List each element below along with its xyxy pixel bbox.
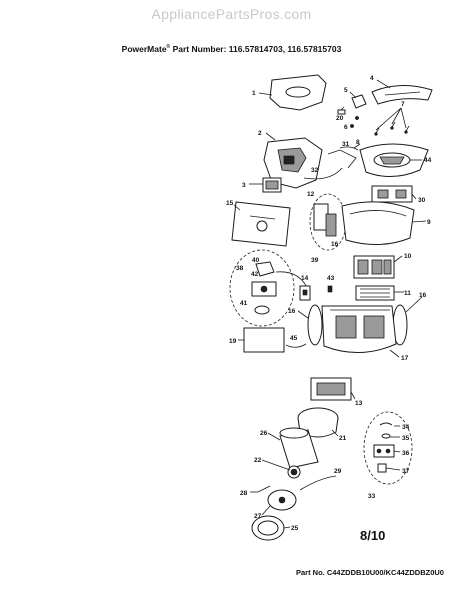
part-40-valve[interactable] [255, 261, 275, 277]
callout-16-left: 16 [288, 308, 296, 315]
part-22-bearing[interactable] [287, 465, 301, 479]
callout-3: 3 [242, 182, 246, 189]
callout-6: 6 [344, 124, 348, 131]
part-10-exhaust-grille[interactable] [353, 255, 395, 279]
part-1-top-cover[interactable] [269, 74, 327, 111]
callout-36: 36 [402, 450, 410, 457]
callout-25: 25 [291, 525, 299, 532]
callout-28: 28 [240, 490, 248, 497]
callout-22: 22 [254, 457, 262, 464]
registered-mark: ® [166, 44, 171, 51]
part-5-latch[interactable] [351, 94, 367, 109]
part-15-dust-bag[interactable] [231, 201, 291, 247]
part-14-switch[interactable] [299, 285, 311, 301]
part-8-screw[interactable] [355, 116, 359, 120]
part-29-wire[interactable] [299, 475, 337, 491]
callout-2: 2 [258, 130, 262, 137]
callout-15: 15 [226, 200, 234, 207]
callout-34: 34 [402, 424, 410, 431]
part-21-motor[interactable] [297, 407, 339, 438]
part-42-valve-body[interactable] [251, 281, 277, 297]
part-19-plate[interactable] [243, 327, 285, 353]
part-43-spring[interactable] [327, 285, 333, 293]
watermark: AppliancePartsPros.com [151, 6, 312, 22]
part-3-filter-frame[interactable] [262, 177, 282, 193]
callout-5: 5 [344, 87, 348, 94]
part-17-base[interactable] [321, 305, 397, 354]
part-11-hepa-filter[interactable] [355, 285, 395, 301]
callout-20: 20 [336, 115, 344, 122]
part-45-cord[interactable] [285, 343, 307, 348]
callout-labels: 1 2 3 4 5 6 7 8 9 10 11 12 13 14 15 16 1… [226, 75, 432, 532]
part-32-cord[interactable] [303, 167, 343, 180]
callout-17: 17 [401, 355, 409, 362]
callout-42: 42 [251, 271, 259, 278]
part-7-screws[interactable] [374, 121, 410, 136]
callout-16-upper: 16 [331, 241, 339, 248]
callout-33: 33 [368, 493, 376, 500]
callout-7: 7 [401, 101, 405, 108]
callout-11: 11 [404, 290, 411, 297]
callout-39: 39 [311, 257, 319, 264]
part-41-seal[interactable] [254, 305, 270, 315]
diagram-title: PowerMate® Part Number: 116.57814703, 11… [0, 44, 463, 54]
callout-1: 1 [252, 90, 256, 97]
callout-16-right: 16 [419, 292, 427, 299]
part-34-cap[interactable] [379, 422, 393, 426]
part-6-screw[interactable] [350, 124, 354, 128]
callout-4: 4 [370, 75, 374, 82]
page-number: 8/10 [360, 528, 386, 543]
callout-26: 26 [260, 430, 268, 437]
part-number-footer: Part No. C44ZDDB10U00/KC44ZDDBZ0U0 [296, 568, 444, 577]
callout-44: 44 [424, 157, 432, 164]
callout-12: 12 [307, 191, 315, 198]
part-30-handle[interactable] [371, 185, 413, 203]
part-8-hose-hook[interactable] [339, 146, 359, 151]
callout-14: 14 [301, 275, 309, 282]
callout-30: 30 [418, 197, 426, 204]
brand-name: PowerMate [121, 44, 167, 54]
callout-19: 19 [229, 338, 237, 345]
callout-10: 10 [404, 253, 412, 260]
model-numbers: Part Number: 116.57814703, 116.57815703 [170, 44, 342, 54]
part-27-fan[interactable] [267, 489, 297, 511]
part-26-motor-housing[interactable] [279, 427, 319, 469]
part-37-knob[interactable] [377, 463, 387, 473]
leader-lines [233, 79, 427, 529]
part-9-body-shell[interactable] [341, 201, 415, 246]
callout-29: 29 [334, 468, 342, 475]
callout-38: 38 [236, 265, 244, 272]
callout-43: 43 [327, 275, 335, 282]
part-4-lid[interactable] [371, 85, 433, 105]
callout-41: 41 [240, 300, 248, 307]
part-2-bag-housing[interactable] [263, 137, 323, 189]
part-31-cord[interactable] [327, 149, 357, 169]
callout-27: 27 [254, 513, 262, 520]
part-13-motor-cover[interactable] [310, 377, 352, 401]
callout-32: 32 [311, 167, 319, 174]
part-35-washer[interactable] [381, 433, 391, 439]
callout-40: 40 [252, 257, 260, 264]
part-25-gasket[interactable] [251, 515, 285, 541]
group-38-41-outline [229, 249, 295, 327]
callout-13: 13 [355, 400, 363, 407]
callout-45: 45 [290, 335, 298, 342]
callout-8: 8 [356, 139, 360, 146]
callout-31: 31 [342, 141, 350, 148]
part-20-clip[interactable] [337, 109, 346, 115]
part-16-wheel-left[interactable] [307, 304, 323, 346]
part-36-control-board[interactable] [373, 444, 395, 458]
part-28-brush[interactable] [257, 485, 271, 493]
part-18-filter[interactable] [325, 213, 337, 237]
callout-37: 37 [402, 468, 410, 475]
callout-9: 9 [427, 219, 431, 226]
callout-35: 35 [402, 435, 410, 442]
group-33-outline [363, 411, 413, 485]
callout-21: 21 [339, 435, 347, 442]
